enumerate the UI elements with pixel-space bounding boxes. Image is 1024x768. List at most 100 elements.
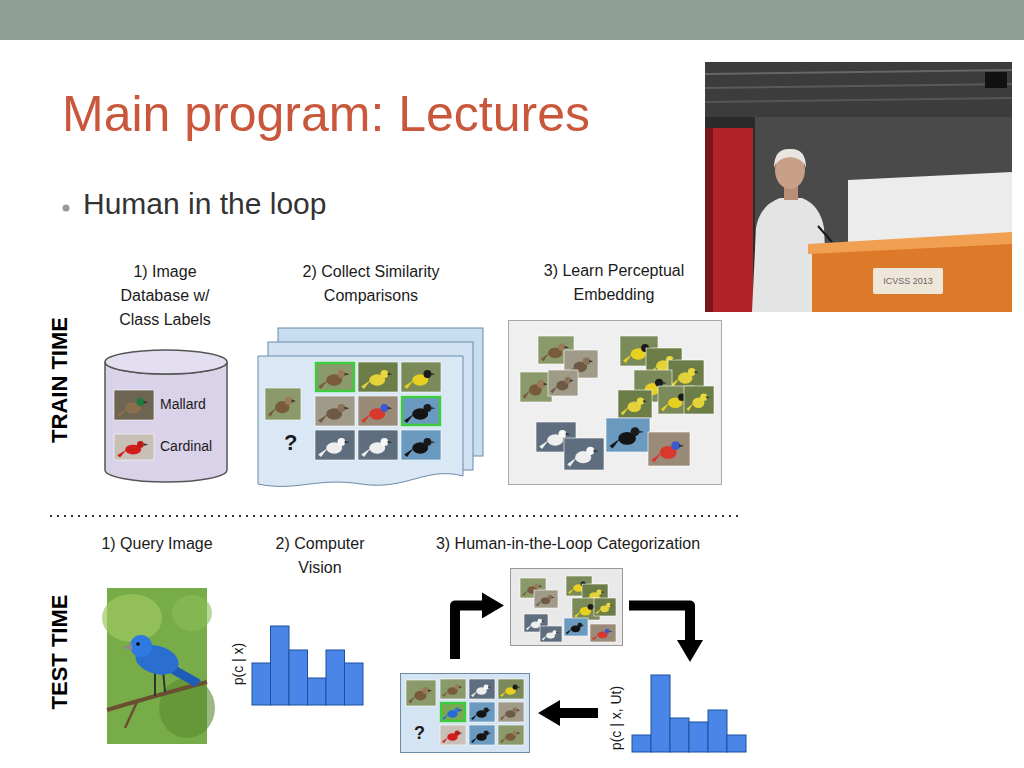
bird-tail xyxy=(361,414,371,423)
ceiling-beam xyxy=(705,98,1012,102)
bird-beak xyxy=(643,400,647,403)
ceiling-beam xyxy=(705,70,1012,74)
bird-beak xyxy=(431,441,436,444)
thumbnail-ground xyxy=(594,598,616,616)
step-heading: 3) Learn Perceptual Embedding xyxy=(529,259,699,307)
thumbnail-ground xyxy=(406,680,436,706)
histogram-bar xyxy=(651,675,670,752)
bird-tail xyxy=(471,737,477,743)
bird-tail xyxy=(442,714,448,720)
bird-beak xyxy=(388,407,393,410)
bird-tail xyxy=(574,611,581,618)
bird-beak xyxy=(517,709,520,711)
thumbnail-ground xyxy=(564,438,604,470)
section-label: TEST TIME xyxy=(47,595,73,710)
bird-beak xyxy=(292,400,296,403)
speaker-photo xyxy=(705,62,1012,312)
bird-beak xyxy=(388,441,393,444)
histogram-bar xyxy=(308,678,327,705)
bird-head xyxy=(637,398,644,405)
thumbnail-ground xyxy=(358,430,398,460)
bird-beak xyxy=(594,450,599,453)
bird-beak xyxy=(566,433,571,436)
bullet-text: Human in the loop xyxy=(83,186,327,222)
thumbnail-ground xyxy=(315,430,355,460)
bird-beak xyxy=(589,360,593,363)
bird-beak xyxy=(662,382,667,385)
histogram-bar xyxy=(727,735,746,752)
bird-beak xyxy=(345,373,350,376)
thumbnail-ground xyxy=(618,390,652,418)
bird-tail xyxy=(500,691,506,697)
bird-eye xyxy=(136,642,140,646)
ceiling xyxy=(705,62,1012,117)
bird-thumbnail xyxy=(114,390,154,420)
bird-beak xyxy=(459,686,462,688)
cylinder-shape xyxy=(103,348,229,484)
bird-beak xyxy=(428,689,432,691)
bird-thumbnail xyxy=(114,434,154,460)
thumbnail-ground xyxy=(358,396,398,426)
histogram-bar xyxy=(326,650,345,705)
bird-head xyxy=(424,370,432,378)
bird-head xyxy=(564,377,571,384)
bird-thumbnail xyxy=(618,390,652,418)
bird-thumbnail xyxy=(401,430,441,460)
embedding-panel: 3) Human-in-the-Loop Categorization xyxy=(510,568,623,646)
step-heading: 3) Human-in-the-Loop Categorization xyxy=(413,532,723,556)
selection-frame xyxy=(441,703,465,721)
bird-tail xyxy=(408,696,415,704)
thumbnail-ground xyxy=(648,432,690,466)
class-label: Mallard xyxy=(160,396,206,413)
bird-beak xyxy=(552,596,555,598)
bird-beak xyxy=(144,401,149,404)
bird-beak xyxy=(542,620,545,622)
bird-head xyxy=(338,438,346,446)
bird-tail xyxy=(117,408,127,417)
bird-thumbnail xyxy=(358,396,398,426)
bird-thumbnail xyxy=(520,372,552,402)
bird-beak xyxy=(582,624,585,626)
foliage-blur xyxy=(102,594,162,642)
speaker-hair xyxy=(774,149,806,168)
bird-beak xyxy=(601,591,604,593)
bird-thumbnail xyxy=(606,418,650,452)
thumbnail-ground xyxy=(358,362,398,392)
thumbnail-ground xyxy=(469,702,495,722)
thumbnail-ground xyxy=(440,679,466,699)
foliage-blur xyxy=(172,595,212,631)
bird-tail xyxy=(610,438,621,448)
bird-thumbnail xyxy=(540,626,562,642)
bird-beak xyxy=(517,686,520,688)
bird-tail xyxy=(361,380,371,389)
bird-thumbnail xyxy=(590,624,616,642)
bird-head xyxy=(588,604,594,610)
thumbnail-ground xyxy=(520,372,552,402)
bird-beak xyxy=(345,407,350,410)
thumbnail-ground xyxy=(684,386,714,414)
bird-tail xyxy=(442,737,448,743)
bird-head xyxy=(338,404,346,412)
bird-thumbnail xyxy=(315,362,355,392)
question-panel: ? xyxy=(400,673,530,753)
bird-thumbnail xyxy=(315,430,355,460)
cylinder-body xyxy=(105,362,227,482)
bird-thumbnail xyxy=(358,362,398,392)
histogram-bar xyxy=(252,663,271,705)
bird-beak xyxy=(459,709,462,711)
thumbnail-ground xyxy=(315,362,355,392)
bird-head xyxy=(422,687,429,694)
bird-beak xyxy=(544,383,548,386)
bird-head xyxy=(455,730,460,735)
bird-head xyxy=(455,707,460,712)
bird-tail xyxy=(500,737,506,743)
bird-thumbnail xyxy=(564,618,588,636)
slide-title: Main program: Lectures xyxy=(62,84,590,144)
thumbnail-ground xyxy=(265,388,301,420)
bird-tail xyxy=(318,414,328,423)
bird-tail xyxy=(621,407,629,415)
bird-tail xyxy=(566,629,572,634)
bird-tail xyxy=(522,590,528,596)
bird-head xyxy=(130,635,152,657)
